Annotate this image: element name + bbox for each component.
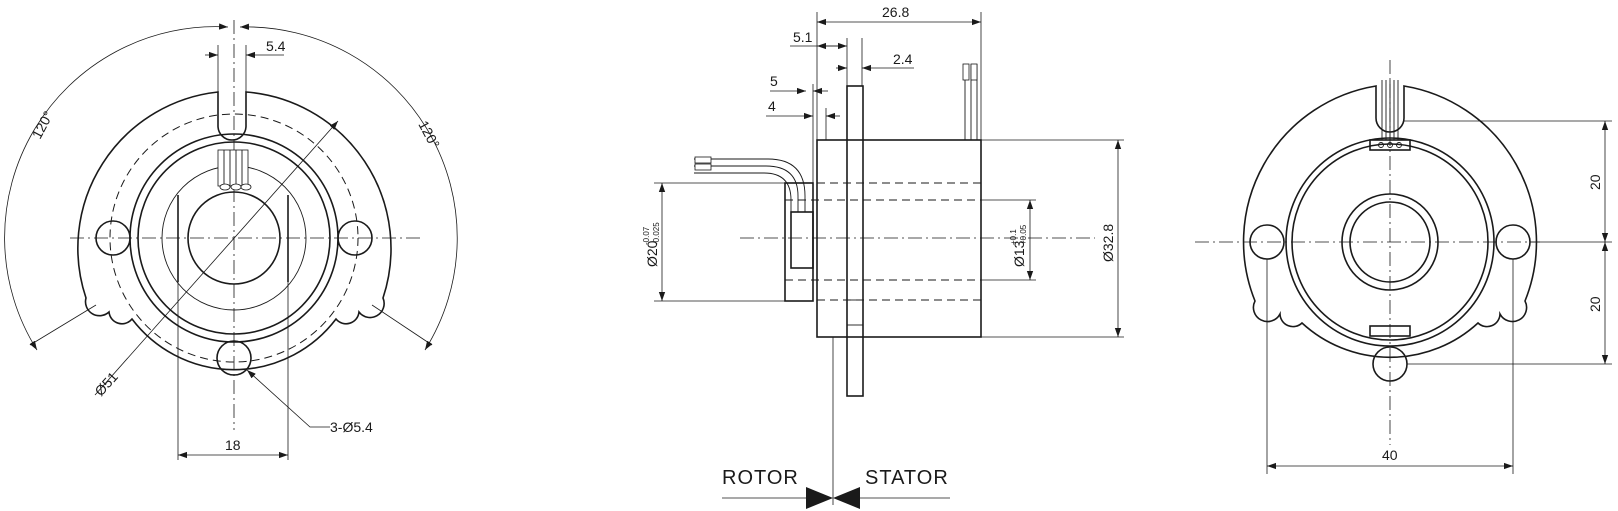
front-view: 5.4 120° 120° Ø51 3-Ø5.4 18 (4, 20, 458, 460)
front-slot-width-label: 5.4 (266, 38, 286, 54)
front-angle-arc-right (239, 23, 458, 351)
back-rotor-bore (1349, 201, 1431, 283)
front-angle-ext-right (371, 304, 433, 346)
side-bore-dia-upper: +0.1 (1009, 229, 1018, 245)
front-angle-ext-left (29, 304, 97, 346)
side-bore-dia-lower: +0.05 (1019, 224, 1028, 245)
side-rotor-arrowhead (806, 487, 833, 509)
side-rotor-diameter-label: Ø20 -0.07 -0.025 (642, 222, 661, 267)
side-stator-wires (962, 63, 978, 140)
back-offset-upper-label: 20 (1587, 174, 1603, 190)
back-wire-bundle (1381, 80, 1399, 140)
side-dim-5-label: 5 (770, 73, 778, 89)
back-flange-outline (1242, 85, 1538, 359)
front-wire-bundle (217, 149, 252, 191)
back-terminal-pin-2 (1387, 142, 1393, 148)
rotor-label: ROTOR (722, 467, 799, 489)
side-dim-5-1-label: 5.1 (793, 29, 813, 45)
side-rotor-dia-upper: -0.07 (642, 226, 651, 245)
back-rotor-ring (1341, 193, 1439, 291)
front-dia-leader (94, 120, 339, 396)
front-angle-arc-left (4, 23, 229, 351)
front-mount-hole-bottom (216, 340, 252, 376)
side-body-diameter-label: Ø32.8 (1100, 224, 1116, 262)
back-view: 20 20 40 (1195, 60, 1612, 474)
back-terminal-pin-1 (1378, 142, 1384, 148)
side-rotor-shaft (784, 182, 814, 302)
stator-label: STATOR (865, 467, 949, 489)
back-body-ring-inner (1291, 143, 1489, 341)
back-terminal-pin-3 (1396, 142, 1402, 148)
side-dim-4-label: 4 (768, 98, 776, 114)
side-rotor-terminal (790, 211, 814, 269)
side-view: 26.8 5.1 2.4 5 4 Ø20 -0.07 -0.025 (642, 4, 1124, 509)
side-stator-arrowhead (833, 487, 860, 509)
side-dim-2-4-label: 2.4 (893, 51, 913, 67)
front-angle-left-label: 120° (29, 108, 57, 141)
side-bore-dia-base: Ø13 (1011, 240, 1027, 267)
side-rotor-wires (694, 156, 806, 212)
side-rotor-dia-base: Ø20 (644, 240, 660, 267)
front-angle-right-label: 120° (415, 118, 443, 151)
front-holes-label: 3-Ø5.4 (330, 419, 373, 435)
back-bottom-tab (1369, 325, 1411, 337)
side-body (816, 139, 982, 338)
front-holes-leader (246, 369, 330, 428)
back-hole-spacing-label: 40 (1382, 447, 1398, 463)
back-offset-lower-label: 20 (1587, 296, 1603, 312)
side-flange (846, 85, 864, 397)
front-dim-flat (177, 282, 289, 460)
side-bore-diameter-label: Ø13 +0.1 +0.05 (1009, 224, 1028, 267)
side-total-length-label: 26.8 (882, 4, 909, 20)
side-rotor-dia-lower: -0.025 (652, 222, 661, 245)
front-flat-width-label: 18 (225, 437, 241, 453)
